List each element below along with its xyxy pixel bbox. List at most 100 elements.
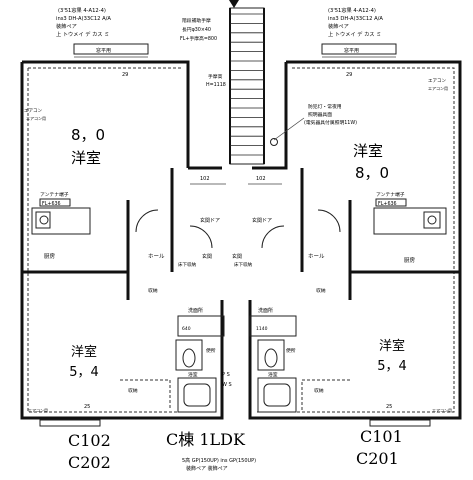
ps-label: P S bbox=[222, 372, 230, 378]
right-inner-dashed bbox=[256, 67, 455, 413]
left-partitions bbox=[22, 168, 174, 300]
left-aircon-sleeve: エアコン用 bbox=[26, 116, 46, 121]
fire-note-line2: 照明器具面 bbox=[308, 112, 332, 118]
right-dim-102: 102 bbox=[256, 176, 266, 182]
right-dim-29: 29 bbox=[346, 72, 352, 78]
north-marker bbox=[229, 0, 239, 8]
left-antenna: アンテナ端子 bbox=[40, 191, 69, 198]
left-storage-label: 収納 bbox=[148, 287, 158, 294]
left-toilet-bowl bbox=[182, 348, 196, 368]
unit-c201: C201 bbox=[356, 449, 399, 468]
fire-note-line3: (電気器具付属照明11W) bbox=[304, 119, 357, 126]
right-kitchen-label: 厨房 bbox=[404, 256, 416, 264]
left-dim-640: 640 bbox=[182, 326, 191, 332]
left-top-room-name: 洋室 bbox=[71, 149, 101, 167]
left-toilet-label: 便所 bbox=[206, 347, 216, 354]
staircase bbox=[229, 7, 265, 165]
left-kitchen-counter bbox=[31, 207, 91, 235]
unit-c202: C202 bbox=[68, 453, 111, 472]
right-entrance-label: 玄関 bbox=[232, 253, 242, 260]
bottom-note2: 装飾ペア 装飾ペア bbox=[186, 465, 228, 472]
right-hall-label: ホール bbox=[308, 253, 325, 260]
right-top-room-size: 8，0 bbox=[355, 164, 389, 182]
left-dim-25: 25 bbox=[84, 404, 90, 410]
left-aircon: エアコン bbox=[24, 108, 42, 114]
spec-right-line4: 上 トウメイ デ カス ミ bbox=[328, 30, 381, 38]
left-bottom-room-name: 洋室 bbox=[71, 344, 97, 360]
left-hall-label: ホール bbox=[148, 253, 165, 260]
stair-note4: 手摩高 bbox=[208, 73, 223, 80]
right-laundry-label: 洗面所 bbox=[258, 307, 273, 314]
left-sink-drain bbox=[39, 215, 49, 225]
right-unit-wall-b bbox=[252, 62, 288, 170]
right-kitchen-counter bbox=[373, 207, 447, 235]
stair-note5: H=1118 bbox=[206, 82, 226, 88]
left-kitchen-label: 厨房 bbox=[44, 252, 56, 260]
right-toilet-label: 便所 bbox=[286, 347, 296, 354]
left-sink bbox=[35, 211, 51, 229]
spec-right-line1: (3'51窓果 4-A12-4) bbox=[328, 6, 376, 14]
left-door-swing bbox=[189, 225, 213, 249]
ws-label: W S bbox=[222, 382, 232, 388]
left-fl-box bbox=[39, 198, 71, 207]
right-bathtub bbox=[263, 383, 291, 407]
spec-note-left: (3'51窓果 4-A12-4) ins3 DH-A(33C12 A/A 装飾ペ… bbox=[56, 6, 111, 38]
spec-left-line1: (3'51窓果 4-A12-4) bbox=[58, 6, 106, 14]
right-aircon-bottom: エアコン用 bbox=[432, 408, 452, 413]
stair-note3: FL+手摩高=800 bbox=[180, 35, 217, 42]
left-bath bbox=[177, 377, 217, 413]
unit-c101: C101 bbox=[360, 427, 403, 446]
bottom-note1: 5高 GP(150UP) ins GP(150UP) bbox=[182, 457, 256, 464]
right-top-window-label: 窓平用 bbox=[334, 47, 364, 54]
right-fl-box bbox=[375, 198, 407, 207]
right-dim-25: 25 bbox=[386, 404, 392, 410]
spec-left-line3: 装飾ペア bbox=[56, 22, 77, 30]
left-toilet-room bbox=[175, 339, 203, 371]
stair-note2: 長円φ30×40 bbox=[182, 27, 211, 33]
right-bottom-room-size: 5，4 bbox=[377, 359, 407, 374]
left-inner-door-swing bbox=[135, 209, 159, 233]
stair-outline bbox=[229, 7, 265, 165]
left-closet-dash bbox=[120, 379, 171, 410]
right-sink bbox=[423, 211, 441, 229]
left-entrance-door: 玄関ドア bbox=[200, 217, 220, 224]
right-storage-label: 収納 bbox=[316, 287, 326, 294]
stair-note1: 階段補助手摩 bbox=[182, 17, 211, 24]
left-dim-102: 102 bbox=[200, 176, 210, 182]
left-vanity bbox=[177, 315, 225, 337]
right-storage-bottom: 収納 bbox=[314, 387, 324, 394]
left-top-room-size: 8，0 bbox=[71, 126, 105, 144]
spec-note-right: (3'51窓果 4-A12-4) ins3 DH-A(33C12 A/A 装飾ペ… bbox=[328, 6, 383, 38]
fire-note-leader bbox=[273, 117, 305, 141]
left-unit-outer-wall bbox=[20, 60, 224, 420]
left-inner-dashed bbox=[27, 67, 216, 413]
left-top-window bbox=[73, 43, 149, 55]
left-laundry-label: 洗面所 bbox=[188, 307, 203, 314]
right-aircon-sleeve: エアコン用 bbox=[428, 86, 448, 91]
spec-left-line2: ins3 DH-A(33C12 A/A bbox=[56, 16, 111, 22]
left-floor-storage: 床下収納 bbox=[178, 261, 196, 268]
right-inner-door-swing bbox=[317, 209, 341, 233]
fire-note-line1: 防犯灯・常夜用 bbox=[308, 103, 342, 110]
right-entrance-door: 玄関ドア bbox=[252, 217, 272, 224]
right-fl: FL+636 bbox=[378, 201, 397, 207]
right-bath bbox=[257, 377, 297, 413]
right-toilet-bowl bbox=[264, 348, 278, 368]
right-aircon: エアコン bbox=[428, 78, 446, 84]
left-fl: FL+636 bbox=[42, 201, 61, 207]
right-bath-label: 浴室 bbox=[268, 371, 278, 378]
right-partitions bbox=[300, 168, 460, 300]
left-aircon-bottom: エアコン用 bbox=[28, 408, 48, 413]
right-bottom-room-name: 洋室 bbox=[379, 338, 405, 354]
right-vanity bbox=[249, 315, 297, 337]
right-closet-dash bbox=[301, 379, 350, 410]
stair-notes: 階段補助手摩 長円φ30×40 FL+手摩高=800 手摩高 H=1118 bbox=[180, 17, 226, 88]
fire-light-icon bbox=[270, 138, 278, 146]
right-top-room-name: 洋室 bbox=[353, 142, 383, 160]
right-dim-1140: 1140 bbox=[256, 326, 268, 332]
right-top-window bbox=[321, 43, 397, 55]
right-sink-drain bbox=[427, 215, 437, 225]
right-door-swing bbox=[261, 225, 285, 249]
right-antenna: アンテナ端子 bbox=[376, 191, 405, 198]
